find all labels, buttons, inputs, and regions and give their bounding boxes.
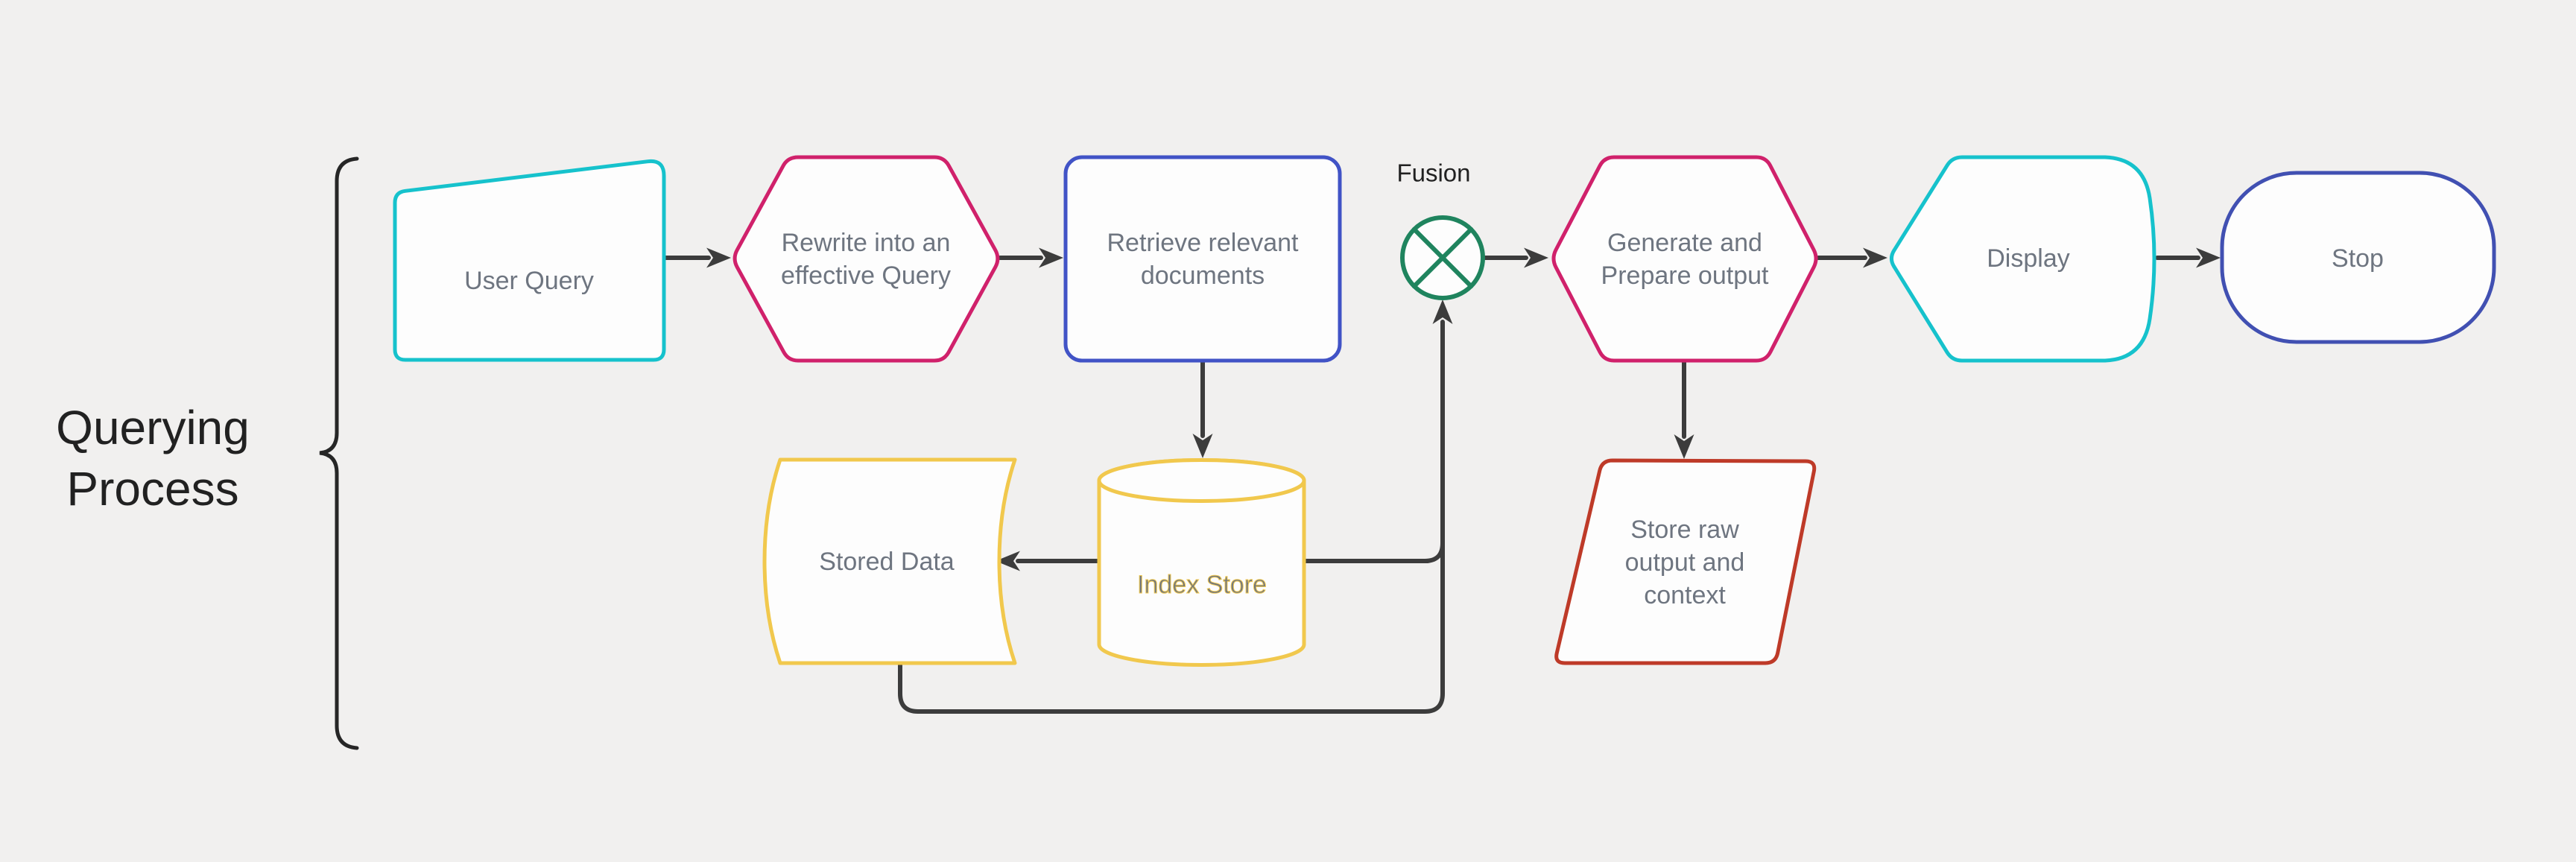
node-label: Stop xyxy=(2332,244,2384,273)
arrowhead-icon xyxy=(706,247,731,268)
arrowhead-icon xyxy=(1039,247,1063,268)
node-label: User Query xyxy=(464,267,594,295)
arrowhead-icon xyxy=(1674,434,1694,459)
arrowhead-icon xyxy=(996,551,1020,571)
rounded-rectangle-shape xyxy=(1063,155,1342,363)
stadium-shape xyxy=(2220,171,2496,344)
arrowhead-icon xyxy=(2196,247,2221,268)
node-label-line2: effective Query xyxy=(781,262,951,290)
arrowhead-icon xyxy=(1192,434,1213,458)
cylinder-top-shape xyxy=(1097,458,1306,503)
node-generate-output: Generate and Prepare output xyxy=(1551,155,1818,363)
node-label-line2: output and xyxy=(1625,548,1745,577)
group-title-line1: Querying xyxy=(56,401,250,454)
edge-index-store-to-fusion xyxy=(1302,541,1445,563)
arrowhead-icon xyxy=(1524,247,1548,268)
node-label: Index Store xyxy=(1137,571,1267,599)
cross-line-icon xyxy=(1411,226,1474,289)
group-brace xyxy=(319,156,359,750)
edge-stored-data-to-fusion xyxy=(898,320,1445,714)
node-display: Display xyxy=(1889,155,2156,363)
arrowhead-icon xyxy=(1432,300,1453,324)
fusion-label: Fusion xyxy=(1396,159,1470,187)
connector-lines xyxy=(662,256,2200,714)
node-label-line1: Rewrite into an xyxy=(782,229,951,257)
node-label-line2: documents xyxy=(1141,262,1265,290)
node-user-query: User Query xyxy=(393,159,666,362)
trapezoid-shape xyxy=(393,159,666,362)
node-label-line2: Prepare output xyxy=(1601,262,1769,290)
display-shape xyxy=(1889,155,2156,363)
node-stored-data: Stored Data xyxy=(762,457,1017,665)
arrowheads xyxy=(706,247,2221,571)
arrowhead-icon xyxy=(1863,247,1887,268)
node-label-line3: context xyxy=(1644,581,1726,609)
node-rewrite-query: Rewrite into an effective Query xyxy=(732,155,1000,363)
hexagon-shape xyxy=(732,155,1000,363)
node-store-raw-output: Store raw output and context xyxy=(1554,458,1817,665)
node-fusion xyxy=(1400,215,1485,300)
node-label-line1: Store raw xyxy=(1630,516,1739,544)
hexagon-shape xyxy=(1551,155,1818,363)
stored-data-shape xyxy=(762,457,1017,665)
parallelogram-shape xyxy=(1554,458,1817,665)
node-label-line1: Retrieve relevant xyxy=(1107,229,1299,257)
node-label: Stored Data xyxy=(819,548,955,576)
node-label: Display xyxy=(1987,244,2069,273)
group-title-line2: Process xyxy=(66,462,238,516)
node-label-line1: Generate and xyxy=(1607,229,1762,257)
node-stop: Stop xyxy=(2220,171,2496,344)
node-retrieve-documents: Retrieve relevant documents xyxy=(1063,155,1342,363)
node-index-store: Index Store xyxy=(1097,458,1306,667)
